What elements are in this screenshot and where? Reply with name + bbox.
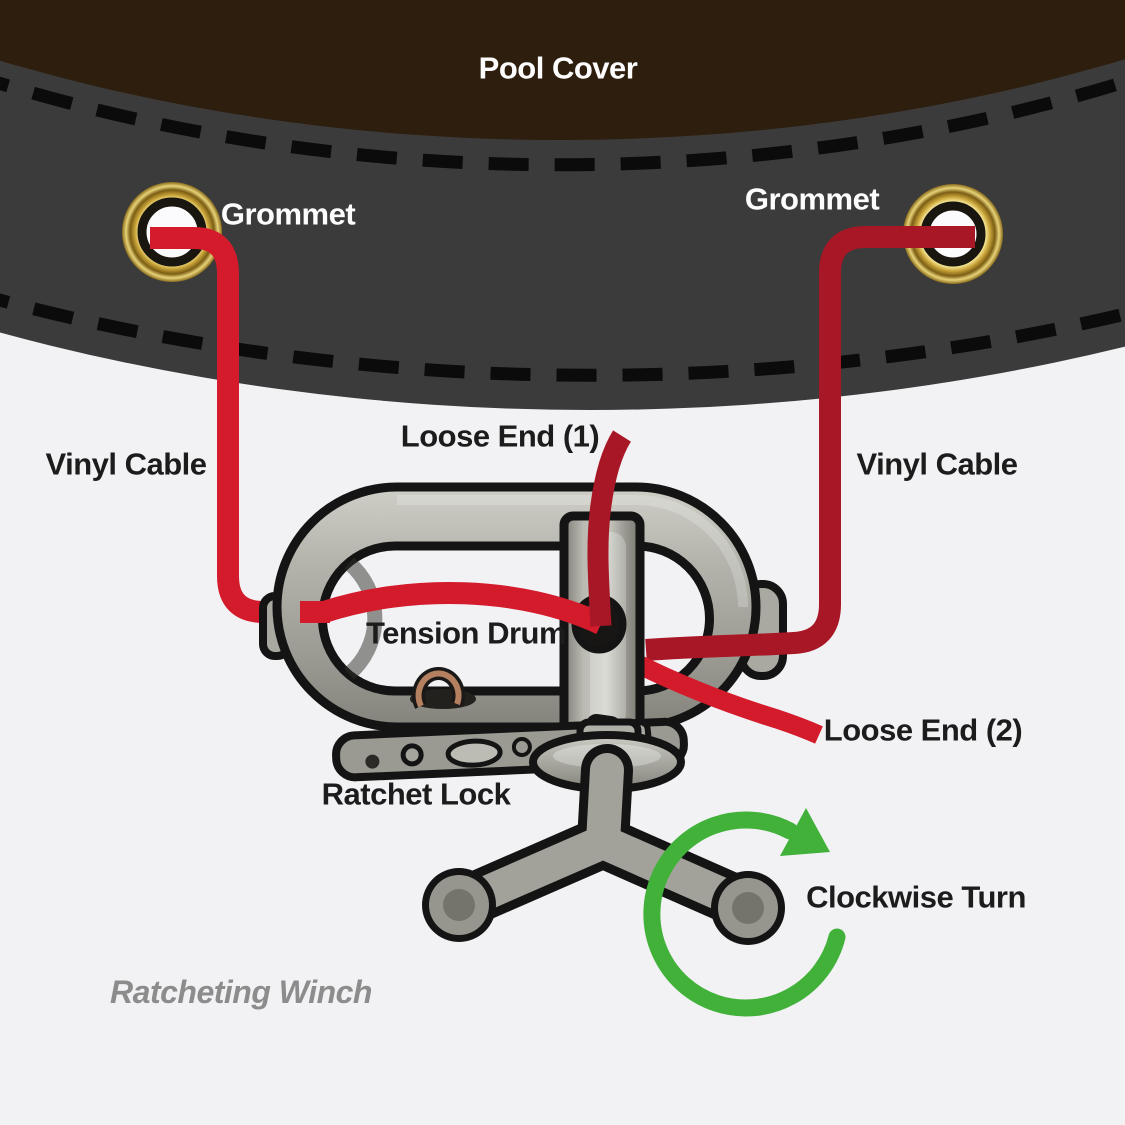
ratchet-plate-hole-3 — [511, 737, 532, 758]
vinyl-cable-left-into-drum — [300, 581, 606, 634]
ratcheting-winch-caption: Ratcheting Winch — [110, 974, 372, 1010]
clockwise-arrow-head-icon — [780, 808, 830, 856]
tension-drum-label: Tension Drum — [365, 615, 567, 651]
ratchet-plate-slot — [445, 738, 503, 768]
winch-frame-inner-shadow — [343, 557, 383, 680]
vinyl-cable-right-label: Vinyl Cable — [856, 446, 1018, 482]
vinyl-cable-left-label: Vinyl Cable — [45, 446, 207, 482]
clockwise-turn-label: Clockwise Turn — [806, 879, 1026, 915]
handle-knob-left — [422, 868, 496, 942]
handle-knob-right — [711, 871, 785, 945]
vinyl-cable-left-path — [150, 227, 330, 623]
spring-hook-icon — [415, 670, 462, 708]
ratchet-plate-hole-1 — [365, 754, 380, 769]
stitch-line-bottom — [0, 293, 1125, 382]
clockwise-arrow-arc — [643, 811, 846, 1017]
pool-cover-label: Pool Cover — [478, 50, 638, 86]
pool-cover-fabric — [0, 0, 1125, 140]
grommet-left-label: Grommet — [220, 196, 356, 232]
loose-end-2-label: Loose End (2) — [823, 712, 1023, 748]
vinyl-cable-right-path — [645, 226, 975, 661]
ratchet-lock-label: Ratchet Lock — [321, 776, 511, 812]
grommet-right-label: Grommet — [744, 181, 880, 217]
loose-end-2-cable — [610, 643, 823, 744]
loose-end-1-label: Loose End (1) — [400, 418, 600, 454]
winch-frame-highlight — [397, 495, 748, 608]
stitch-line-top — [0, 75, 1125, 172]
loose-end-1-cable — [587, 430, 632, 627]
ratchet-plate-hole-2 — [400, 743, 424, 767]
